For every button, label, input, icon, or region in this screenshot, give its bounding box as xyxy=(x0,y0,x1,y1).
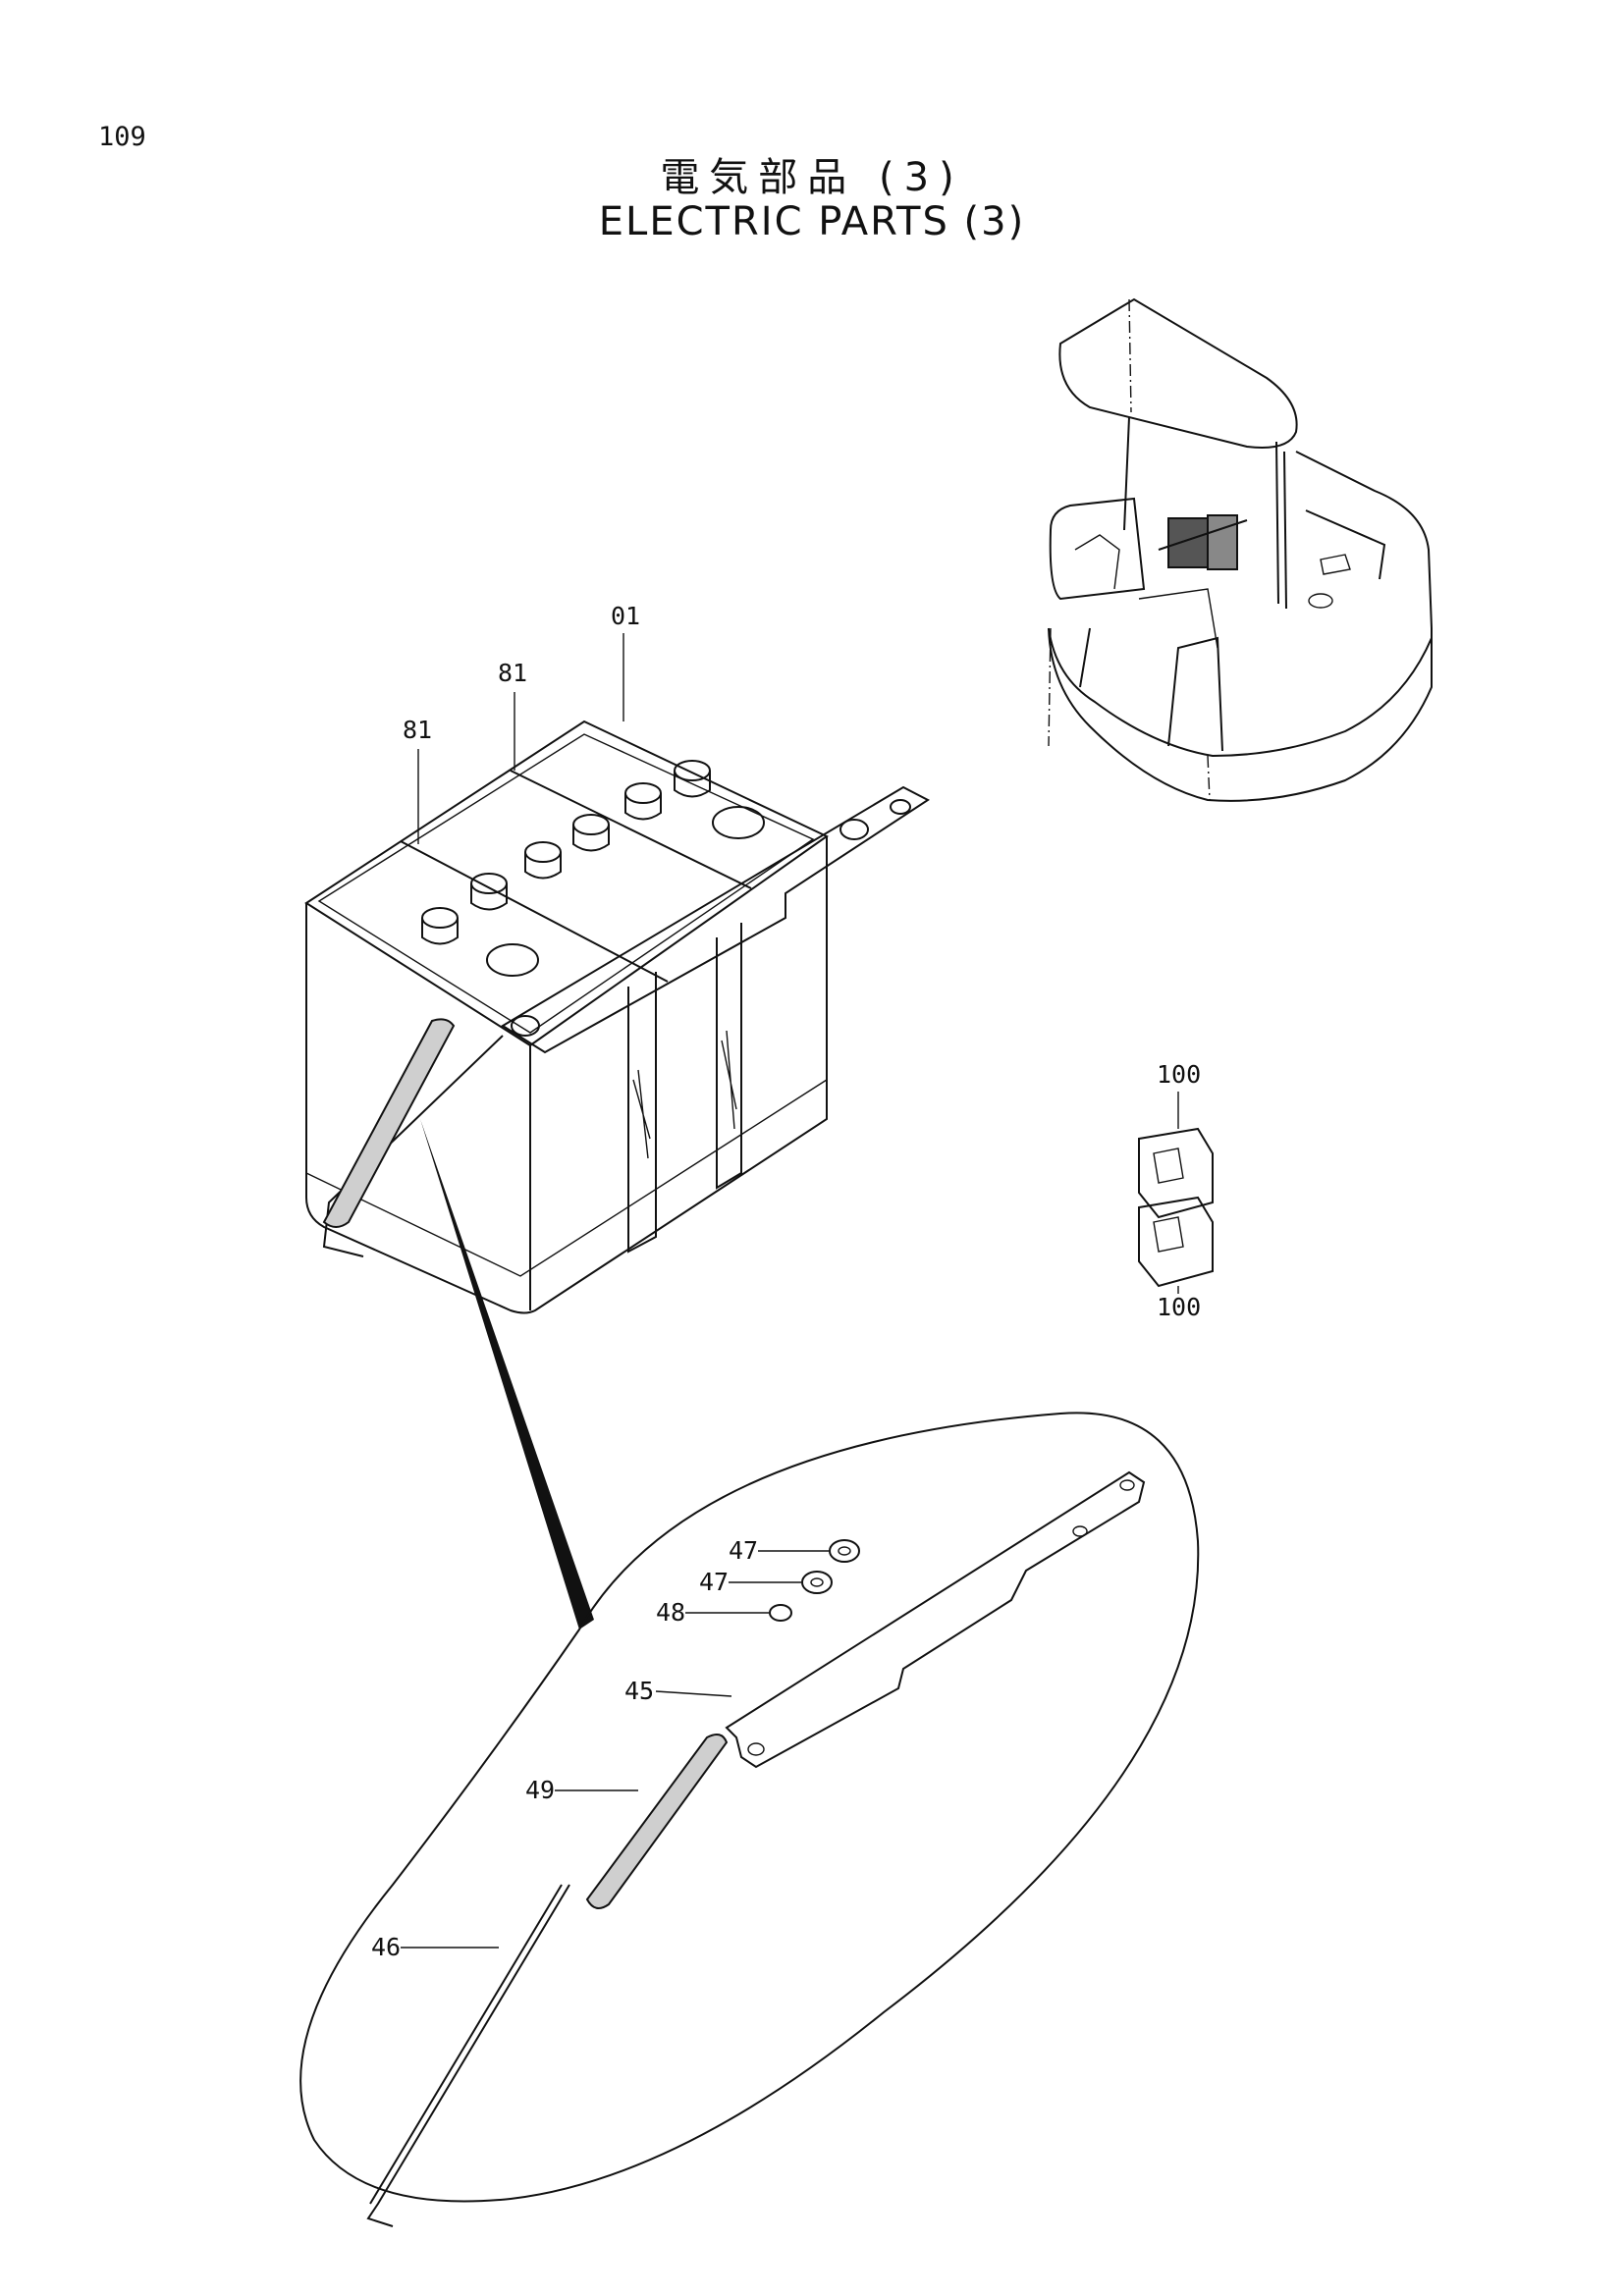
callout-01: 01 xyxy=(611,602,640,630)
callout-47-a: 47 xyxy=(729,1536,758,1565)
detail-balloon xyxy=(299,1412,1200,2227)
excavator-cab-illustration xyxy=(1048,297,1433,802)
callouts: 01 81 81 100 100 47 47 48 45 49 46 xyxy=(371,602,1201,1961)
page-title-japanese: 電気部品 (3) xyxy=(660,155,964,200)
callout-100-top: 100 xyxy=(1157,1060,1201,1089)
page-title-english: ELECTRIC PARTS (3) xyxy=(598,199,1026,244)
detail-pointer xyxy=(420,1119,594,1629)
battery-illustration xyxy=(304,720,930,1314)
callout-45: 45 xyxy=(624,1677,654,1705)
page-number: 109 xyxy=(98,122,146,152)
battery-caps xyxy=(421,760,765,977)
callout-81-a: 81 xyxy=(498,659,527,687)
callout-47-b: 47 xyxy=(699,1568,729,1596)
callout-100-bottom: 100 xyxy=(1157,1293,1201,1321)
callout-81-b: 81 xyxy=(403,716,432,744)
connector-100-illustration xyxy=(1138,1127,1214,1288)
callout-46: 46 xyxy=(371,1933,401,1961)
callout-48: 48 xyxy=(656,1598,685,1627)
callout-49: 49 xyxy=(525,1776,555,1804)
